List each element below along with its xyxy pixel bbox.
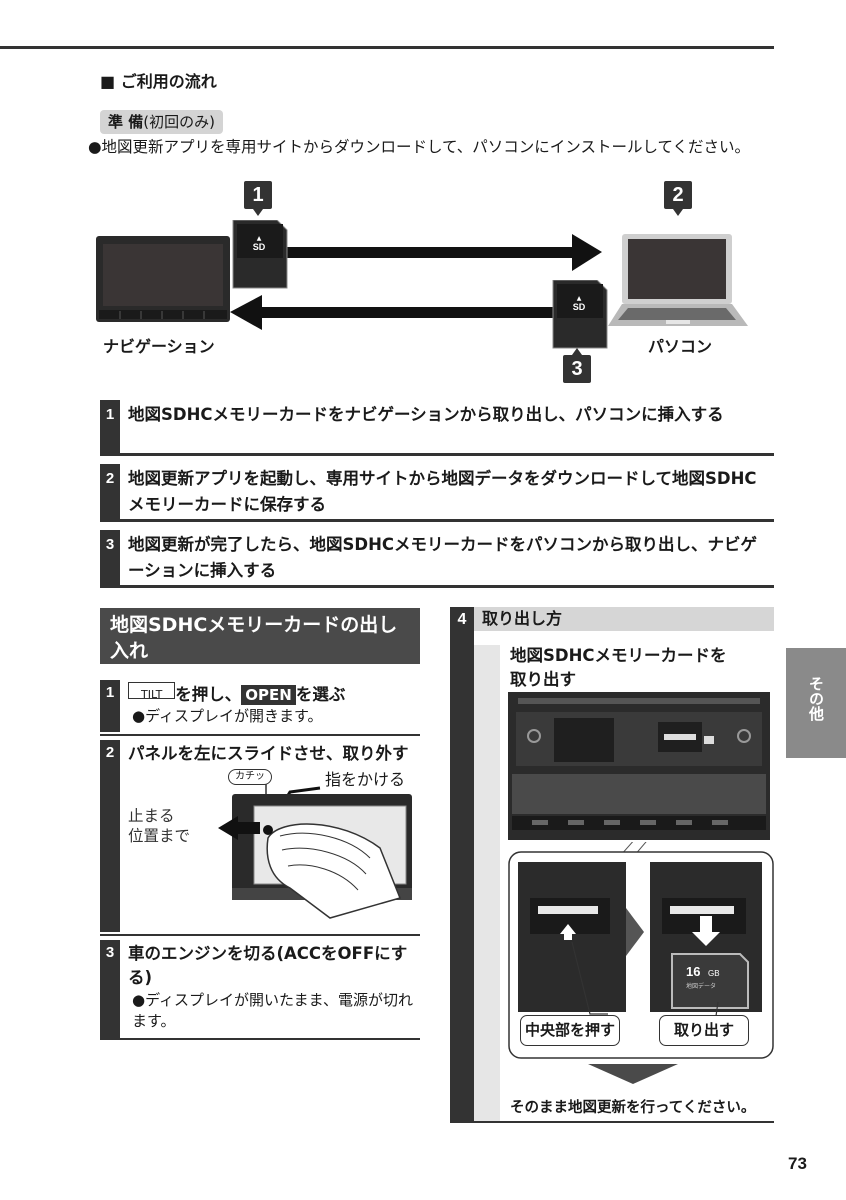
- svg-text:▲: ▲: [577, 295, 582, 302]
- step-number: 2: [100, 740, 120, 932]
- card-removal-detail: 16 GB 地図データ: [508, 842, 774, 1059]
- panel-slide-illustration: [218, 784, 412, 919]
- card-capacity: 16: [686, 964, 700, 979]
- sd-card-icon: ▲ SD: [552, 280, 608, 349]
- navigation-unit-illustration: [96, 236, 230, 322]
- tilt-key: TILT: [128, 682, 176, 701]
- down-arrow-icon: [588, 1064, 678, 1084]
- page-number: 73: [788, 1154, 807, 1173]
- card-unit: GB: [708, 969, 720, 978]
- top-rule: [0, 46, 774, 49]
- step-number: 1: [100, 400, 120, 453]
- diagram-step-badge: 3: [563, 348, 591, 383]
- step-number: 1: [100, 680, 120, 732]
- remove-callout: 取り出す: [659, 1015, 749, 1046]
- divider: [100, 734, 420, 736]
- divider: [474, 1121, 774, 1123]
- svg-text:SD: SD: [253, 242, 266, 252]
- removal-method-heading: 取り出し方: [474, 607, 774, 631]
- transfer-arrows: [230, 234, 602, 330]
- flow-step: 2 地図更新アプリを起動し、専用サイトから地図データをダウンロードして地図SDH…: [100, 464, 774, 522]
- sd-card-insert-remove-header: 地図SDHCメモリーカードの出し入れ: [100, 608, 420, 664]
- divider: [100, 1038, 420, 1040]
- side-tab-label: その他: [807, 676, 825, 721]
- unit-front-illustration: [508, 692, 770, 840]
- left-step3-note: ●ディスプレイが開いたまま、電源が切れます。: [132, 991, 413, 1030]
- open-key: OPEN: [241, 685, 296, 705]
- finger-callout: 指をかける: [325, 770, 406, 789]
- step-text: 地図更新が完了したら、地図SDHCメモリーカードをパソコンから取り出し、ナビゲー…: [128, 535, 757, 580]
- left-step1-text: を押し、: [175, 685, 242, 704]
- step-number: 3: [100, 530, 120, 585]
- left-step1-text: を選ぶ: [295, 685, 346, 704]
- prep-badge-label: 準 備: [108, 113, 144, 131]
- prep-badge-note: (初回のみ): [143, 113, 215, 131]
- divider: [100, 934, 420, 936]
- step-text: 地図更新アプリを起動し、専用サイトから地図データをダウンロードして地図SDHCメ…: [128, 469, 757, 514]
- card-label: 地図データ: [686, 982, 716, 990]
- prep-badge: 準 備(初回のみ): [100, 110, 223, 134]
- removal-title: 地図SDHCメモリーカードを取り出す: [510, 644, 727, 692]
- left-step1-note: ●ディスプレイが開きます。: [132, 707, 323, 725]
- prep-text: ●地図更新アプリを専用サイトからダウンロードして、パソコンにインストールしてくだ…: [88, 138, 751, 156]
- press-center-callout: 中央部を押す: [520, 1015, 620, 1046]
- step-text: 地図SDHCメモリーカードをナビゲーションから取り出し、パソコンに挿入する: [128, 405, 724, 424]
- click-callout: カチッ: [228, 769, 272, 785]
- step-number: 4: [450, 607, 474, 1123]
- step-number: 2: [100, 464, 120, 519]
- side-tab[interactable]: その他: [786, 648, 846, 758]
- stop-label-line: 位置まで: [128, 827, 191, 845]
- flow-step: 1 地図SDHCメモリーカードをナビゲーションから取り出し、パソコンに挿入する: [100, 400, 774, 456]
- navigation-label: ナビゲーション: [103, 337, 215, 356]
- pc-label: パソコン: [648, 337, 713, 356]
- svg-text:SD: SD: [573, 302, 586, 312]
- left-step2-title: パネルを左にスライドさせ、取り外す: [128, 744, 409, 763]
- stop-position-label: 止まる位置まで: [128, 806, 190, 846]
- diagram-step-badge: 2: [664, 181, 692, 216]
- stop-label-line: 止まる: [128, 807, 175, 825]
- removal-title-line: 取り出す: [510, 670, 576, 689]
- section-heading: ■ ご利用の流れ: [100, 72, 217, 91]
- sd-card-icon: ▲ SD: [232, 220, 288, 289]
- step-number: 3: [100, 940, 120, 1038]
- flow-step: 3 地図更新が完了したら、地図SDHCメモリーカードをパソコンから取り出し、ナビ…: [100, 530, 774, 588]
- removal-title-line: 地図SDHCメモリーカードを: [510, 646, 727, 665]
- panel-edge: [474, 645, 500, 1121]
- removal-footer: そのまま地図更新を行ってください。: [510, 1100, 756, 1116]
- laptop-illustration: [608, 234, 748, 326]
- svg-text:▲: ▲: [257, 235, 262, 242]
- left-step3-title: 車のエンジンを切る(ACCをOFFにする): [128, 944, 408, 987]
- diagram-step-badge: 1: [244, 181, 272, 216]
